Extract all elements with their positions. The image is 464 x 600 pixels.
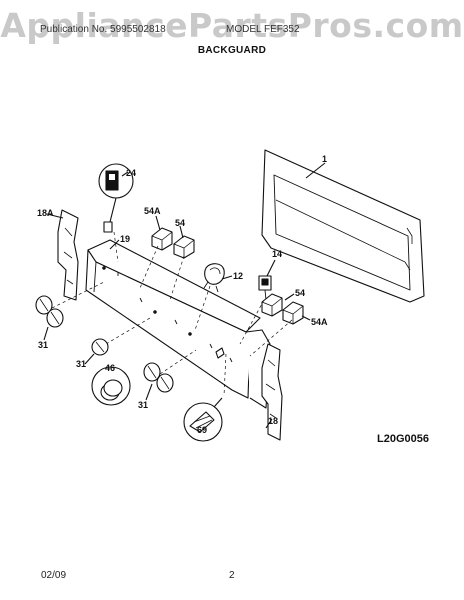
model-number: MODEL FEF352 (226, 24, 300, 35)
publication-number: Publication No. 5995502818 (40, 24, 166, 35)
button-part-46[interactable] (91, 366, 131, 406)
end-cap-right-part-18[interactable] (261, 343, 283, 441)
infinite-switch-part-54-top[interactable] (173, 235, 195, 259)
switch-part-24[interactable] (98, 163, 134, 233)
rear-panel-part-1[interactable] (261, 149, 425, 303)
leader-31-mid (84, 353, 95, 365)
leader-12 (221, 275, 233, 280)
end-cap-left-part-18a[interactable] (57, 209, 79, 301)
leader-54a-right (301, 315, 311, 321)
footer-date: 02/09 (41, 570, 67, 581)
leader-54-top (179, 225, 184, 239)
leader-1 (305, 162, 326, 179)
leader-14 (266, 259, 276, 277)
callout-18a: 18A (37, 208, 54, 218)
callout-18: 18 (268, 416, 278, 426)
callout-69: 69 (197, 425, 207, 435)
callout-54a-top: 54A (144, 206, 161, 216)
watermark: AppliancePartsPros.com (0, 6, 464, 45)
infinite-switch-part-54a-top[interactable] (151, 227, 173, 251)
callout-1: 1 (322, 154, 327, 164)
knob-mid-part-31[interactable] (91, 338, 109, 356)
callout-12: 12 (233, 271, 243, 281)
infinite-switch-part-54a-right[interactable] (282, 301, 304, 325)
leader-54-right (284, 293, 295, 301)
leader-19 (109, 239, 120, 250)
indicator-light-part-12[interactable] (203, 263, 225, 293)
callout-31-bottom: 31 (138, 400, 148, 410)
leader-54a-top (155, 215, 161, 231)
callout-31-left: 31 (38, 340, 48, 350)
knob-group-left-part-31[interactable] (35, 295, 64, 328)
callout-54-right: 54 (295, 288, 305, 298)
callout-54-top: 54 (175, 218, 185, 228)
callout-24: 24 (126, 168, 136, 178)
section-title: BACKGUARD (197, 45, 267, 56)
leader-18a (46, 213, 64, 219)
screw-small (215, 347, 225, 359)
leader-31-left (43, 326, 49, 341)
callout-46: 46 (105, 363, 115, 373)
figure-id: L20G0056 (377, 433, 429, 445)
leader-18 (265, 418, 273, 429)
alignment-lines (51, 231, 293, 397)
element-switch-part-14[interactable] (258, 275, 272, 301)
callout-14: 14 (272, 249, 282, 259)
footer-page-number: 2 (229, 570, 235, 581)
leader-24 (121, 171, 129, 177)
callout-19: 19 (120, 234, 130, 244)
knob-group-bottom-part-31[interactable] (143, 362, 174, 393)
callout-54a-right: 54A (311, 317, 328, 327)
infinite-switch-part-54-right[interactable] (261, 293, 283, 317)
callout-31-mid: 31 (76, 359, 86, 369)
screw-part-69[interactable] (183, 397, 223, 442)
leader-31-bottom (145, 383, 153, 401)
